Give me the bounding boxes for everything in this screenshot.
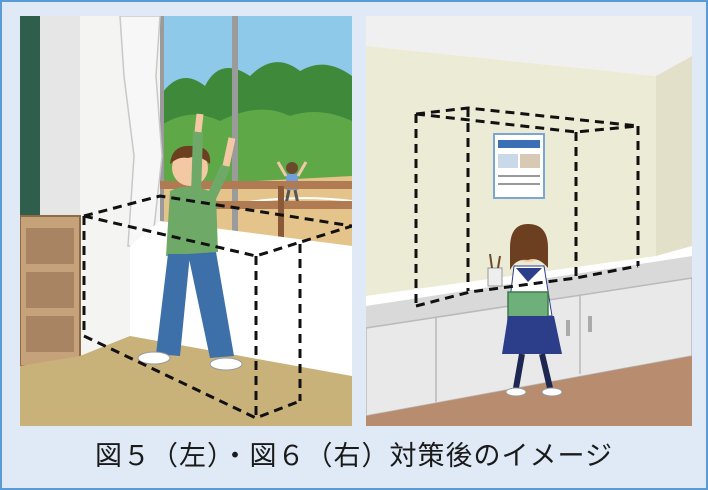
shelf-slot-1 [26, 228, 74, 264]
girl-figure [502, 224, 563, 397]
window-frame-mid [232, 16, 238, 266]
right-safety-outline [414, 106, 640, 308]
illustration-right-classroom-counter [366, 16, 692, 426]
wall-pillar [40, 16, 80, 216]
left-scene-svg [20, 16, 352, 426]
floor [20, 336, 352, 426]
left-safety-outline [82, 194, 352, 420]
shelf-slot-3 [26, 316, 74, 352]
window-railing-lower [170, 201, 352, 209]
trees-front [160, 109, 352, 196]
ceiling [366, 16, 692, 76]
side-wall [656, 56, 692, 256]
pen-cup [487, 267, 503, 287]
poster-photo-2 [520, 154, 540, 168]
poster-photo-1 [498, 154, 518, 168]
chalkboard-edge [20, 16, 40, 216]
illustration-left-classroom-window [20, 16, 352, 426]
window-railing [160, 181, 352, 189]
pen [497, 255, 501, 269]
cabinet-handle [566, 320, 570, 336]
pen [489, 253, 493, 269]
figure-caption: 図５（左）・図６（右）対策後のイメージ [95, 441, 613, 472]
cabinet-handle [588, 316, 592, 332]
window-frame-left [160, 16, 164, 266]
boy-figure [137, 113, 243, 371]
poster-header [498, 140, 540, 148]
shelf-slot-2 [26, 272, 74, 308]
right-scene-svg [366, 16, 692, 426]
railing-post [278, 186, 284, 256]
floor [366, 356, 692, 426]
